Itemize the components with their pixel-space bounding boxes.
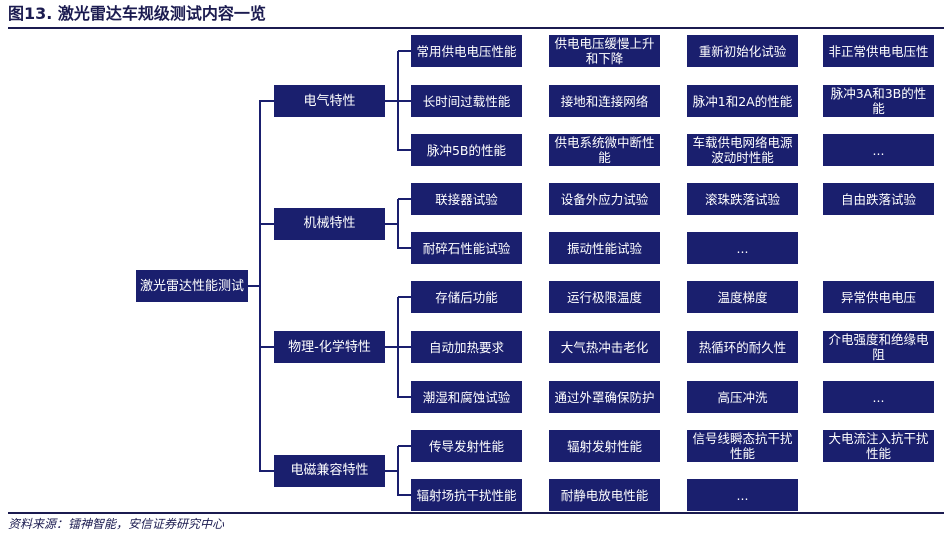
test-item-node: 振动性能试验 [549, 232, 660, 264]
test-item-node: 辐射场抗干扰性能 [411, 479, 522, 511]
test-item-node: 传导发射性能 [411, 430, 522, 462]
test-item-node: 滚珠跌落试验 [687, 183, 798, 215]
category-node: 物理-化学特性 [274, 331, 385, 363]
leaf-connector [398, 247, 411, 249]
ellipsis-node: ... [687, 232, 798, 264]
category-connector [385, 100, 398, 102]
category-node: 电气特性 [274, 85, 385, 117]
test-item-node: 热循环的耐久性 [687, 331, 798, 363]
source-note: 资料来源：镭神智能，安信证券研究中心 [8, 517, 225, 531]
test-item-node: 运行极限温度 [549, 281, 660, 313]
category-connector [385, 346, 398, 348]
test-item-node: 接地和连接网络 [549, 85, 660, 117]
test-item-node: 非正常供电电压性 [823, 35, 934, 67]
test-item-node: 存储后功能 [411, 281, 522, 313]
leaf-connector [398, 396, 411, 398]
test-item-node: 自由跌落试验 [823, 183, 934, 215]
test-item-node: 温度梯度 [687, 281, 798, 313]
test-item-node: 脉冲1和2A的性能 [687, 85, 798, 117]
test-item-node: 耐静电放电性能 [549, 479, 660, 511]
test-item-node: 异常供电电压 [823, 281, 934, 313]
ellipsis-node: ... [823, 134, 934, 166]
leaf-connector [398, 346, 411, 348]
trunk-branch [260, 100, 274, 102]
test-item-node: 通过外罩确保防护 [549, 381, 660, 413]
category-connector [385, 222, 398, 225]
leaf-connector [398, 296, 411, 298]
test-item-node: 潮湿和腐蚀试验 [411, 381, 522, 413]
test-item-node: 常用供电电压性能 [411, 35, 522, 67]
trunk-vertical [259, 100, 261, 472]
trunk-branch [260, 222, 274, 225]
leaf-connector [398, 445, 411, 447]
test-item-node: 大电流注入抗干扰性能 [823, 430, 934, 462]
root-connector [248, 285, 260, 287]
title-rule [8, 27, 944, 29]
test-item-node: 供电电压缓慢上升和下降 [549, 35, 660, 67]
test-item-node: 长时间过载性能 [411, 85, 522, 117]
leaf-connector [398, 100, 411, 102]
branch-vertical [397, 199, 399, 249]
leaf-connector [398, 149, 411, 151]
ellipsis-node: ... [687, 479, 798, 511]
category-connector [385, 469, 398, 472]
trunk-branch [260, 346, 274, 348]
test-item-node: 重新初始化试验 [687, 35, 798, 67]
ellipsis-node: ... [823, 381, 934, 413]
root-node: 激光雷达性能测试 [136, 270, 248, 302]
leaf-connector [398, 494, 411, 496]
figure-title: 图13. 激光雷达车规级测试内容一览 [8, 4, 266, 23]
branch-vertical [397, 446, 399, 496]
test-item-node: 高压冲洗 [687, 381, 798, 413]
test-item-node: 供电系统微中断性能 [549, 134, 660, 166]
category-node: 机械特性 [274, 207, 385, 240]
test-item-node: 耐碎石性能试验 [411, 232, 522, 264]
test-item-node: 信号线瞬态抗干扰性能 [687, 430, 798, 462]
test-item-node: 大气热冲击老化 [549, 331, 660, 363]
test-item-node: 设备外应力试验 [549, 183, 660, 215]
trunk-branch [260, 469, 274, 472]
source-rule [8, 512, 944, 514]
category-node: 电磁兼容特性 [274, 454, 385, 487]
test-item-node: 车载供电网络电源波动时性能 [687, 134, 798, 166]
test-item-node: 脉冲3A和3B的性能 [823, 85, 934, 117]
leaf-connector [398, 198, 411, 200]
test-item-node: 联接器试验 [411, 183, 522, 215]
test-item-node: 介电强度和绝缘电阻 [823, 331, 934, 363]
test-item-node: 自动加热要求 [411, 331, 522, 363]
test-item-node: 辐射发射性能 [549, 430, 660, 462]
test-item-node: 脉冲5B的性能 [411, 134, 522, 166]
leaf-connector [398, 50, 411, 52]
